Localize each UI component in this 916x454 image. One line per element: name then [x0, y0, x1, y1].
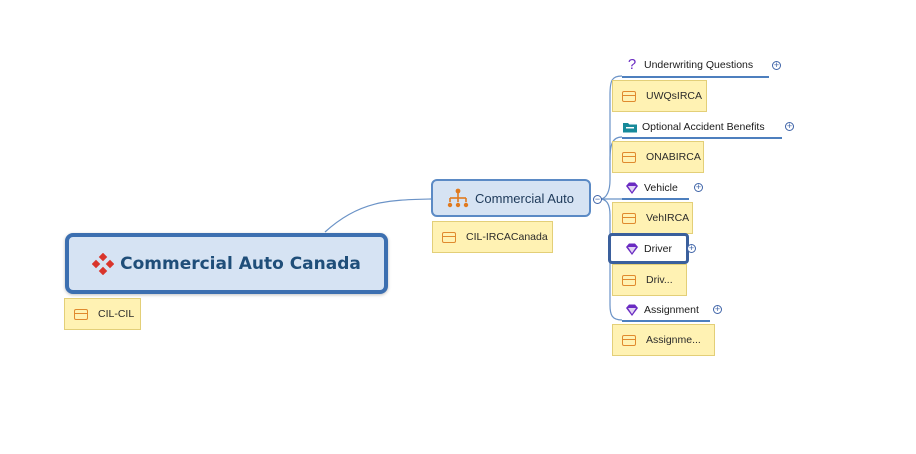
collapse-toggle[interactable]: −	[593, 194, 602, 204]
subtopic-underline	[622, 320, 710, 322]
folder-icon	[623, 123, 637, 133]
subtopic-optional-accident-benefits[interactable]: Optional Accident Benefits	[622, 120, 765, 134]
subtopic-note[interactable]: VehIRCA	[612, 202, 693, 234]
expand-toggle[interactable]: +	[713, 304, 722, 314]
central-topic-label: Commercial Auto Canada	[120, 253, 361, 274]
subtopic-note[interactable]: Driv...	[612, 264, 687, 296]
root-to-topic-link	[324, 198, 432, 233]
note-label: VehIRCA	[646, 212, 690, 224]
subtopic-label: Vehicle	[644, 182, 678, 194]
database-icon	[622, 151, 636, 163]
database-icon	[622, 90, 636, 102]
note-label: Assignme...	[646, 334, 701, 346]
expand-toggle[interactable]: +	[687, 243, 696, 253]
subtopic-assignment[interactable]: Assignment	[624, 303, 699, 317]
subtopic-driver[interactable]: Driver	[624, 242, 672, 256]
subtopic-label: Driver	[644, 243, 672, 255]
subtopic-label: Underwriting Questions	[644, 59, 754, 71]
subtopic-underline	[622, 137, 782, 139]
main-topic[interactable]: Commercial Auto	[431, 179, 591, 217]
database-icon	[442, 231, 456, 243]
diamond-cluster-icon	[92, 252, 115, 275]
subtopic-underline	[622, 198, 689, 200]
note-label: Driv...	[646, 274, 673, 286]
database-icon	[622, 212, 636, 224]
diamond-gem-icon	[626, 304, 638, 316]
subtopic-label: Assignment	[644, 304, 699, 316]
diamond-gem-icon	[626, 243, 638, 255]
database-icon	[74, 308, 88, 320]
subtopic-underwriting-questions[interactable]: ? Underwriting Questions	[624, 56, 754, 73]
expand-toggle[interactable]: +	[694, 182, 703, 192]
selection-highlight	[608, 233, 689, 264]
note-label: ONABIRCA	[646, 151, 701, 163]
database-icon	[622, 334, 636, 346]
note-label: CIL-IRCACanada	[466, 231, 548, 243]
org-chart-icon	[447, 188, 469, 208]
question-icon: ?	[627, 56, 637, 73]
note-label: CIL-CIL	[98, 308, 135, 320]
subtopic-underline	[622, 76, 769, 78]
central-topic[interactable]: Commercial Auto Canada	[65, 233, 388, 294]
subtopic-note[interactable]: Assignme...	[612, 324, 715, 356]
diamond-gem-icon	[626, 182, 638, 194]
topic-to-subtopics-link	[599, 75, 623, 200]
main-topic-label: Commercial Auto	[475, 190, 574, 206]
subtopic-note[interactable]: ONABIRCA	[612, 141, 704, 173]
expand-toggle[interactable]: +	[772, 60, 781, 70]
subtopic-note[interactable]: UWQsIRCA	[612, 80, 707, 112]
subtopic-vehicle[interactable]: Vehicle	[624, 181, 678, 195]
expand-toggle[interactable]: +	[785, 121, 794, 131]
note-label: UWQsIRCA	[646, 90, 702, 102]
main-topic-note[interactable]: CIL-IRCACanada	[432, 221, 553, 253]
central-topic-note[interactable]: CIL-CIL	[64, 298, 141, 330]
database-icon	[622, 274, 636, 286]
subtopic-label: Optional Accident Benefits	[642, 121, 765, 133]
